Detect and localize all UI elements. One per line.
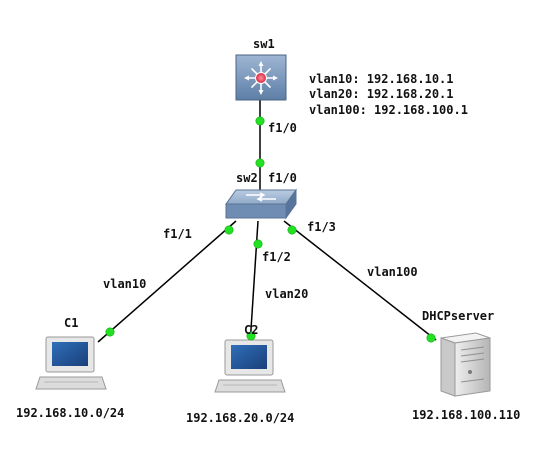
port-dot-sw2-f1-0 (255, 158, 265, 168)
sw1-interface-vlan10: vlan10: 192.168.10.1 (309, 72, 454, 86)
port-dot-sw2-f1-2 (253, 239, 263, 249)
port-label-sw2-f1-2: f1/2 (262, 250, 291, 264)
port-dot-sw2-f1-3 (287, 225, 297, 235)
port-label-sw1-f1-0: f1/0 (268, 121, 297, 135)
port-dot-sw2-f1-1 (224, 225, 234, 235)
pc-icon[interactable] (214, 339, 286, 393)
port-dot-dhcp (426, 333, 436, 343)
dhcp-address: 192.168.100.110 (412, 408, 521, 422)
port-label-sw2-f1-3: f1/3 (307, 220, 336, 234)
port-dot-sw1-f1-0 (255, 116, 265, 126)
port-label-sw2-f1-0: f1/0 (268, 171, 297, 185)
pc-icon[interactable] (35, 336, 107, 390)
workgroup-switch-icon[interactable] (225, 188, 297, 220)
vlan-label-c1-link: vlan10 (103, 277, 147, 291)
port-dot-c2 (246, 331, 256, 341)
c1-subnet: 192.168.10.0/24 (16, 406, 125, 420)
server-icon[interactable] (440, 332, 491, 397)
c2-subnet: 192.168.20.0/24 (186, 411, 295, 425)
port-label-sw2-f1-1: f1/1 (163, 227, 192, 241)
dhcp-label: DHCPserver (422, 309, 495, 323)
vlan-label-dhcp-link: vlan100 (367, 265, 418, 279)
c1-label: C1 (64, 316, 79, 330)
sw1-interface-vlan100: vlan100: 192.168.100.1 (309, 103, 468, 117)
port-dot-c1 (105, 327, 115, 337)
link-sw2-dhcp (283, 220, 437, 341)
link-sw2-c1 (97, 220, 237, 343)
sw1-label: sw1 (253, 37, 275, 51)
sw2-label: sw2 (236, 171, 258, 185)
multilayer-switch-icon[interactable] (235, 54, 287, 101)
c2-label: C2 (244, 323, 259, 337)
vlan-label-c2-link: vlan20 (265, 287, 309, 301)
sw1-interface-vlan20: vlan20: 192.168.20.1 (309, 87, 454, 101)
